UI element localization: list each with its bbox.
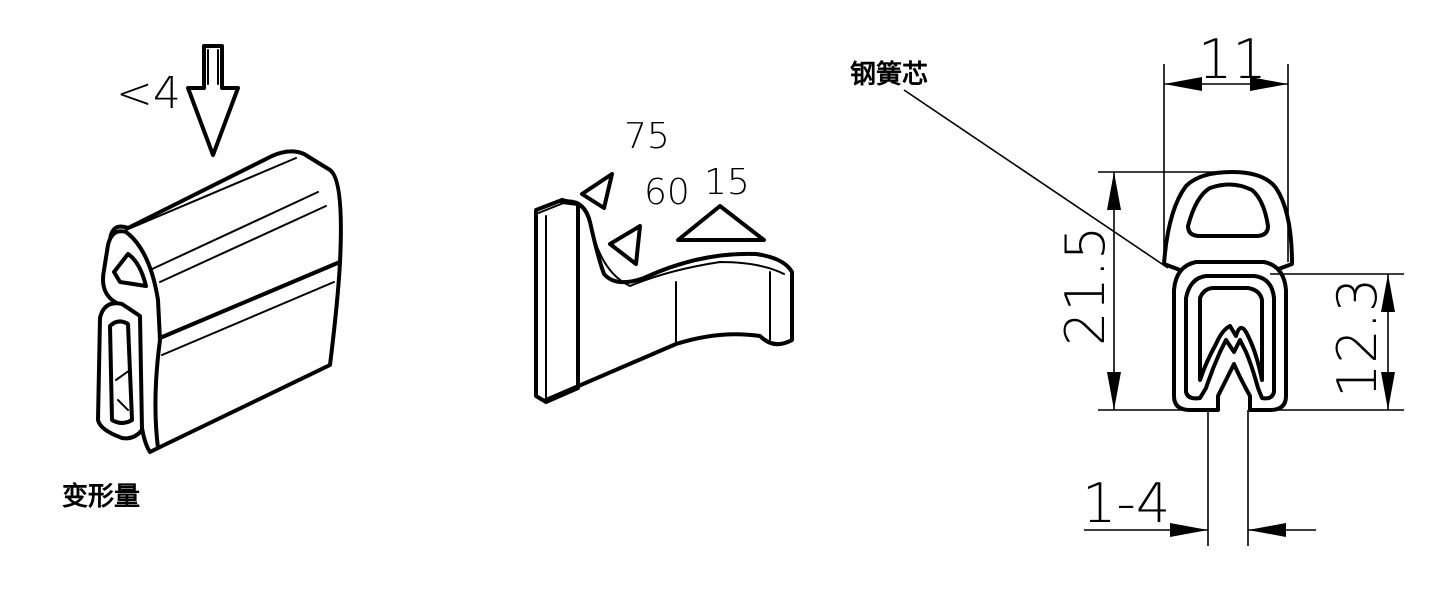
deformation-view: <4	[96, 44, 343, 454]
press-arrow-icon	[186, 44, 240, 157]
fin-plate	[534, 198, 580, 404]
clamp-range-dimension: 1-4	[1082, 472, 1170, 535]
width-dimension: 11	[1198, 28, 1267, 91]
angle-marker-60	[608, 224, 642, 266]
core-label: 钢簧芯	[850, 59, 928, 90]
angle-marker-75	[580, 172, 614, 210]
angle-label-15: 15	[704, 162, 750, 203]
total-height-dimension: 21.5	[1054, 226, 1117, 346]
profile-steel-core	[1184, 274, 1276, 401]
cross-section-view: 钢簧芯 11 21.5 12.3	[850, 28, 1404, 546]
angle-label-60: 60	[644, 172, 690, 213]
grip-fin-view: 75 60 15	[534, 116, 794, 404]
profile-bulb-hollow	[1186, 182, 1270, 238]
angle-label-75: 75	[624, 116, 670, 157]
angle-marker-15	[676, 204, 766, 242]
trim-hollow	[112, 252, 148, 288]
deformation-caption: 变形量	[62, 481, 140, 512]
deformation-value: <4	[116, 68, 181, 119]
inner-height-dimension: 12.3	[1326, 278, 1389, 398]
